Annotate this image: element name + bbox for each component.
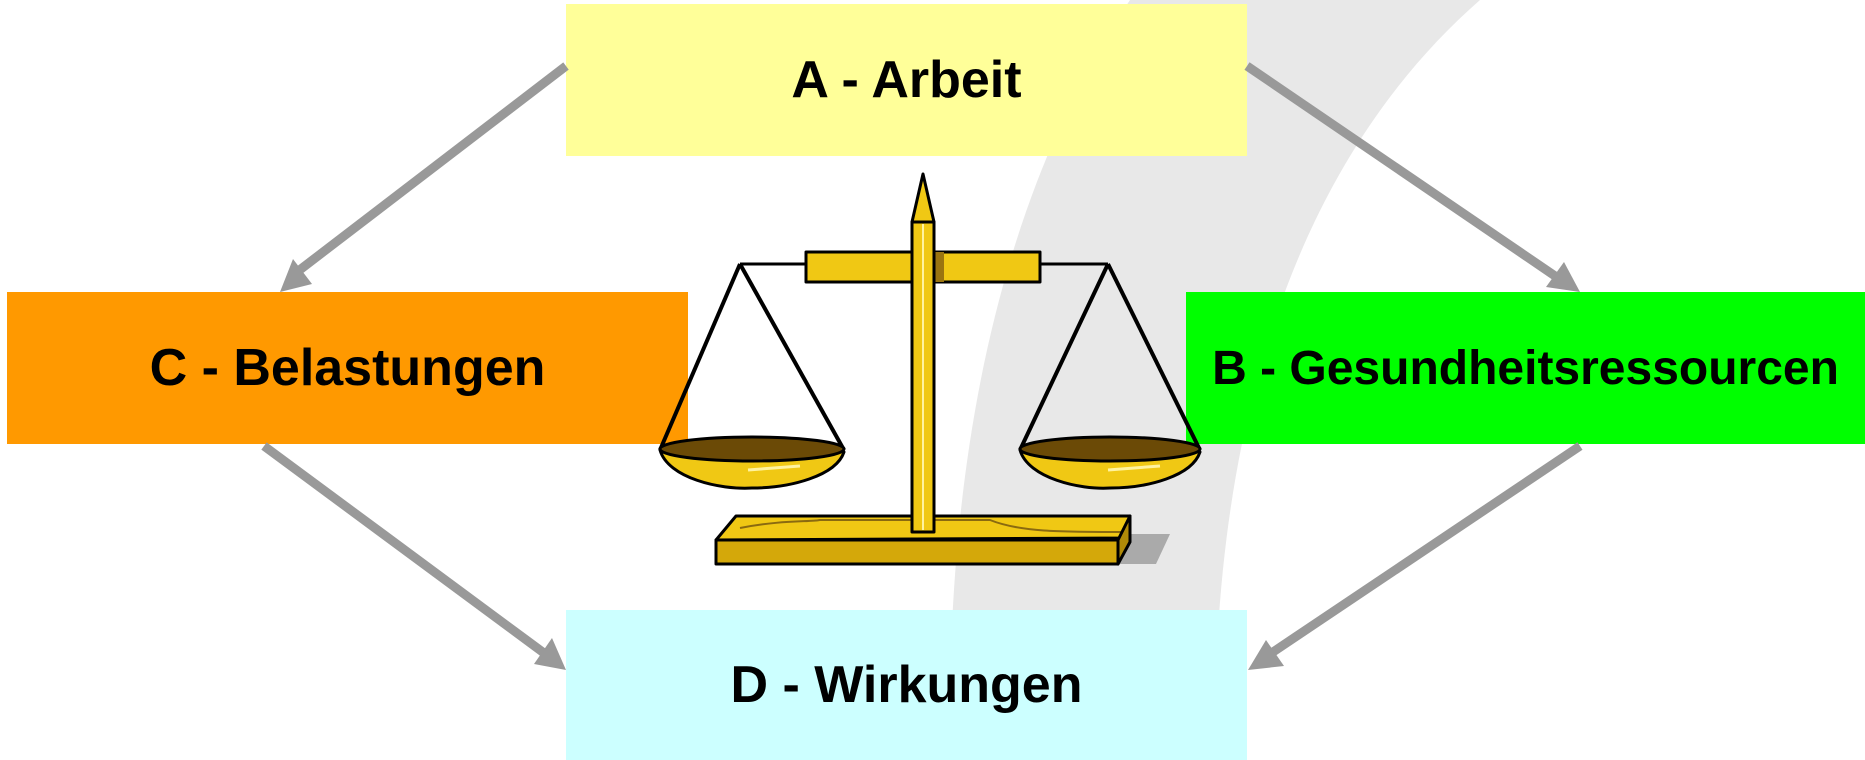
arrowhead-c-to-d <box>534 638 566 670</box>
box-d-label: D - Wirkungen <box>730 656 1083 714</box>
arrowhead-a-to-b <box>1546 262 1580 292</box>
box-a-label: A - Arbeit <box>791 51 1022 109</box>
arrow-c-to-d <box>261 442 551 660</box>
arrow-b-to-d <box>1267 442 1583 658</box>
arrow-a-to-c <box>294 62 569 276</box>
arrowhead-b-to-d <box>1248 640 1284 670</box>
box-b-label: B - Gesundheitsressourcen <box>1212 341 1839 395</box>
box-c-label: C - Belastungen <box>149 339 546 397</box>
box-d-wirkungen: D - Wirkungen <box>566 610 1247 760</box>
box-a-arbeit: A - Arbeit <box>566 4 1247 156</box>
box-b-gesundheitsressourcen: B - Gesundheitsressourcen <box>1186 292 1865 444</box>
arrow-a-to-b <box>1244 62 1561 282</box>
arrowhead-a-to-c <box>280 259 312 292</box>
box-c-belastungen: C - Belastungen <box>7 292 688 444</box>
